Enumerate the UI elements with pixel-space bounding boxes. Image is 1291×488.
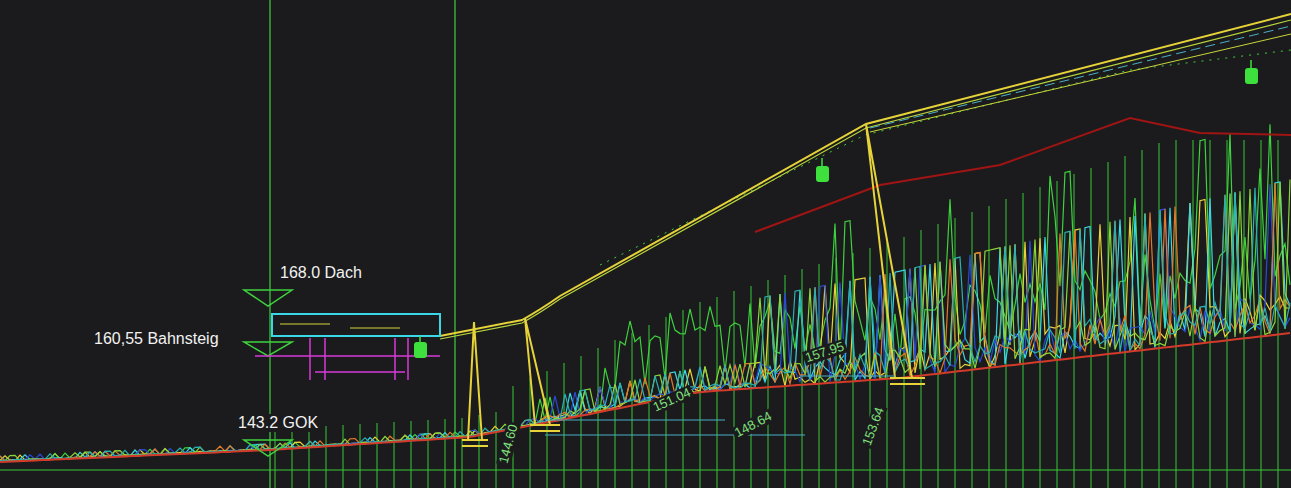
cable-line xyxy=(440,14,1291,339)
gondola-icon xyxy=(414,60,1258,358)
terrain-profile xyxy=(0,183,1290,461)
elevation-label: 148.64 xyxy=(731,408,776,441)
level-label: 160,55 Bahnsteig xyxy=(92,330,221,348)
elevation-label: 157.95 xyxy=(802,339,848,366)
elevation-label: 151.04 xyxy=(649,385,695,416)
dotted-line xyxy=(600,50,1291,265)
platform-section xyxy=(255,314,440,380)
elevation-label: 153.64 xyxy=(859,404,887,450)
station-grid xyxy=(0,140,1291,488)
terrain-profile xyxy=(0,180,1290,462)
foundation-line xyxy=(545,376,895,435)
level-label: 168.0 Dach xyxy=(278,264,364,282)
axis-line xyxy=(454,0,455,488)
clearance-line xyxy=(755,118,1291,232)
terrain-profile xyxy=(0,182,1290,461)
elevation-label: 144.60 xyxy=(496,421,521,467)
terrain-profiles xyxy=(0,124,1290,462)
terrain-profile xyxy=(0,188,1290,461)
terrain-profile xyxy=(0,124,1290,461)
terrain-profile xyxy=(0,184,1290,462)
support-tower xyxy=(462,124,925,446)
level-label: 143.2 GOK xyxy=(236,414,320,432)
ground-line xyxy=(0,333,1290,462)
